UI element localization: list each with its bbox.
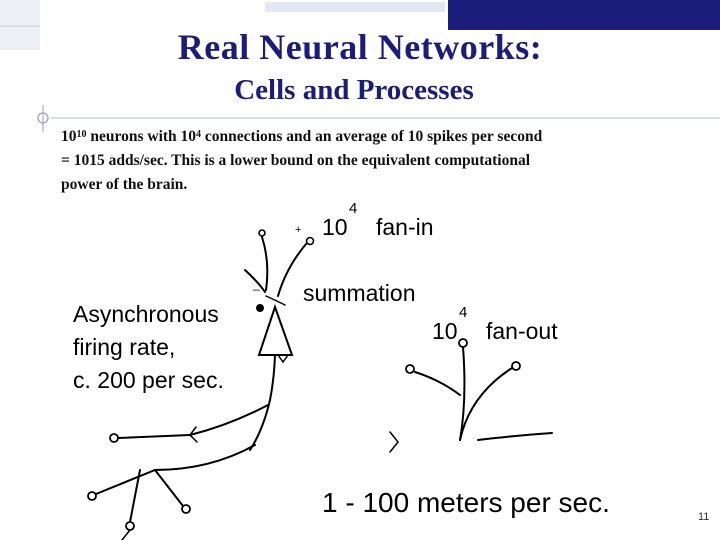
axon	[249, 354, 276, 451]
plus-label: +	[295, 224, 302, 236]
body-text: 1010 neurons with 104 connections and an…	[61, 125, 701, 197]
fanin-base: 10	[322, 214, 348, 240]
async-label: Asynchronous firing rate, c. 200 per sec…	[73, 298, 224, 397]
body-line-3: power of the brain.	[61, 176, 188, 193]
dendrite	[265, 295, 286, 306]
synapse-dot-icon	[256, 304, 264, 312]
corner-pattern	[0, 0, 40, 50]
slide-title: Real Neural Networks:	[177, 27, 543, 67]
body-line-1: 1010 neurons with 104 connections and an…	[61, 128, 543, 145]
slide-subtitle: Cells and Processes	[234, 74, 474, 106]
terminal-icon	[125, 521, 135, 531]
terminal-icon	[181, 504, 191, 514]
speed-label: 1 - 100 meters per sec.	[322, 487, 610, 518]
summation-label: summation	[303, 280, 416, 306]
terminal-icon	[405, 364, 415, 374]
axon-branch	[189, 404, 269, 436]
fanout-label: fan-out	[486, 318, 558, 344]
page-number: 11	[698, 511, 710, 523]
axon-branch	[117, 434, 191, 439]
dendrite	[477, 432, 553, 441]
synapse-icon	[258, 229, 266, 237]
header-pattern	[265, 2, 445, 12]
async-line-3: c. 200 per sec.	[73, 367, 224, 393]
fanin-label: fan-in	[376, 214, 434, 240]
async-line-1: Asynchronous	[73, 301, 219, 327]
fanin-exponent: 4	[349, 200, 358, 217]
terminal-icon	[87, 491, 97, 501]
cell-body-icon	[257, 303, 294, 356]
axon-branch	[129, 469, 141, 523]
dendrite	[244, 269, 266, 293]
terminal-icon	[511, 361, 521, 371]
terminal-icon	[458, 338, 468, 348]
axon-branch	[95, 444, 256, 495]
minus-label: _	[253, 277, 260, 291]
dendrite	[261, 236, 269, 291]
header-banner	[448, 0, 720, 30]
axon-branch	[154, 469, 184, 507]
terminal-icon	[109, 433, 119, 443]
fanout-base: 10	[432, 318, 458, 344]
dendrite	[277, 243, 307, 297]
synapse-icon	[305, 236, 315, 246]
arrow-right-icon	[389, 431, 399, 453]
dendrite	[414, 371, 461, 396]
async-line-2: firing rate,	[73, 334, 176, 360]
body-line-2: = 1015 adds/sec. This is a lower bound o…	[61, 152, 531, 169]
fanout-exponent: 4	[459, 304, 468, 321]
dendrite	[459, 367, 513, 441]
